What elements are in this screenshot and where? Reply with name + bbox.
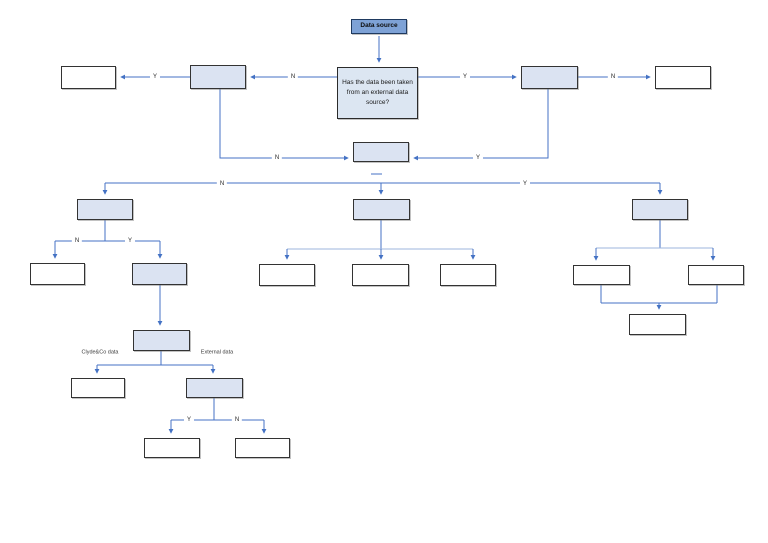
edge-label-y: Y (183, 417, 195, 423)
node-mid-child-3 (440, 264, 496, 286)
node-right-merge (629, 314, 686, 335)
node-mid-child-1 (259, 264, 315, 286)
node-branch-left (77, 199, 133, 220)
node-left-stage2 (133, 330, 190, 351)
node-mid-decision (353, 142, 409, 162)
node-branch-mid (353, 199, 410, 220)
node-right-child-1 (573, 265, 630, 285)
edge-label-n: N (271, 155, 283, 161)
edge-label-n: N (216, 181, 228, 187)
node-clyde-branch (71, 378, 125, 398)
edge-label-n: N (71, 238, 83, 244)
edge-label-y: Y (472, 155, 484, 161)
node-row1-right (521, 66, 578, 89)
edge-label-y: Y (459, 74, 471, 80)
node-row1-left (190, 65, 246, 89)
node-row1-left-outer (61, 66, 116, 89)
edge-label-y: Y (519, 181, 531, 187)
node-mid-child-2 (352, 264, 409, 286)
edge-label-n: N (607, 74, 619, 80)
node-branch-right (632, 199, 688, 220)
node-left-y-child (132, 263, 187, 285)
node-row1-right-outer (655, 66, 711, 89)
edge-label-n: N (287, 74, 299, 80)
node-right-child-2 (688, 265, 744, 285)
edge-label-external-data: External data (197, 350, 237, 356)
node-decision-external-source: Has the data been taken from an external… (337, 67, 418, 119)
edge-label-n: N (231, 417, 243, 423)
node-external-branch (186, 378, 243, 398)
edge-label-y: Y (124, 238, 136, 244)
edge-label-clyde-co-data: Clyde&Co data (78, 350, 122, 356)
edge-label-y: Y (149, 74, 161, 80)
node-left-n-child (30, 263, 85, 285)
node-final-y (144, 438, 200, 458)
node-data-source: Data source (351, 19, 407, 34)
node-final-n (235, 438, 290, 458)
